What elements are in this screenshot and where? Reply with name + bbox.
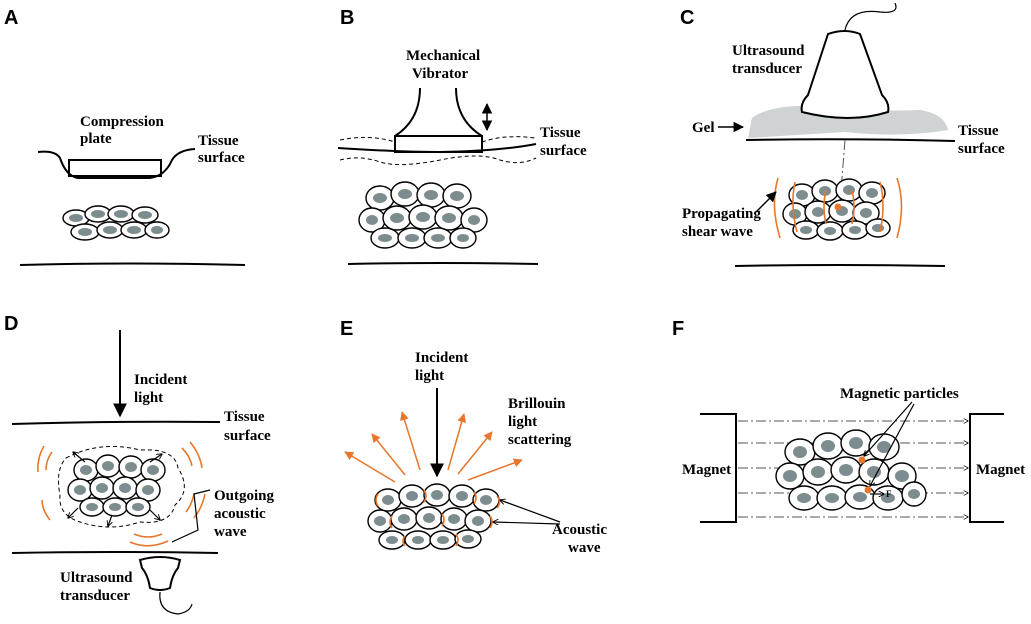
shear-wave-arrow	[755, 191, 777, 213]
tissue-surface-label-line1: Tissue	[198, 133, 239, 149]
particle-pointer-2	[870, 403, 915, 486]
magnet-left-label: Magnet	[682, 462, 731, 478]
brillouin-label-line1: Brillouin	[508, 396, 566, 412]
vibrator-stem	[394, 87, 483, 137]
outgoing-acoustic-wave-label-line3: wave	[214, 524, 247, 540]
acoustic-wave-pointer-1	[500, 500, 561, 523]
incident-light-label-line2: light	[415, 368, 444, 384]
ultrasound-transducer-label-line2: transducer	[60, 588, 130, 604]
tissue-cells-compressed	[62, 205, 170, 241]
tissue-surface-line	[745, 138, 956, 142]
acoustic-wave-pointer-2	[493, 522, 561, 524]
tissue-surface-label-line1: Tissue	[224, 409, 265, 425]
incident-light-label-line1: Incident	[415, 350, 468, 366]
panel-c: C Ultrasound transducer Gel Tissue surfa…	[680, 2, 1005, 267]
brillouin-scattered-rays	[344, 411, 523, 483]
tissue-surface-label-line1: Tissue	[540, 125, 581, 141]
ultrasound-transducer	[800, 30, 890, 119]
panel-letter-f: F	[672, 318, 684, 340]
acoustic-wave-pointer	[171, 489, 211, 543]
ultrasound-transducer-label-line1: Ultrasound	[60, 570, 133, 586]
tissue-base-line	[19, 262, 246, 266]
brillouin-label-line2: light	[508, 414, 537, 430]
tissue-surface-label-line2: surface	[198, 150, 245, 166]
acoustic-wave-label-line2: wave	[568, 540, 601, 556]
compression-plate	[68, 159, 162, 177]
tissue-surface-label-line1: Tissue	[958, 123, 999, 139]
gel-label: Gel	[692, 120, 715, 136]
focus-point	[834, 203, 842, 211]
displacement-arrows	[68, 452, 162, 526]
incident-light-label-line2: light	[134, 390, 163, 406]
panel-letter-c: C	[680, 7, 694, 29]
vibration-wave-lower	[339, 155, 537, 166]
panel-letter-e: E	[340, 318, 353, 340]
panel-letter-d: D	[4, 313, 18, 335]
beam-axis	[839, 139, 846, 204]
transducer-cable	[844, 2, 897, 31]
tissue-base-line	[347, 262, 539, 265]
tissue-cells	[358, 181, 488, 249]
magnetic-particles-label: Magnetic particles	[840, 386, 959, 402]
tissue-cells	[67, 454, 166, 517]
tissue-cells	[367, 483, 500, 550]
magnet-right-label: Magnet	[976, 462, 1025, 478]
tissue-surface-line	[337, 143, 537, 154]
magnetic-particle-1	[858, 456, 866, 464]
tissue-surface-label-line2: surface	[958, 141, 1005, 157]
magnet-left	[700, 413, 737, 523]
gel-layer	[748, 105, 948, 138]
mechanical-vibrator-label-line2: Vibrator	[412, 66, 468, 82]
panel-d: D Incident light Tissue surface	[4, 313, 275, 615]
panel-letter-a: A	[4, 7, 18, 29]
panel-a: A Compression plate Tissue surface	[4, 7, 246, 266]
compression-plate-label-line1: Compression	[80, 114, 165, 130]
outgoing-acoustic-wave-label-line2: acoustic	[214, 506, 266, 522]
vibrator-plate	[394, 135, 483, 153]
acoustic-wave-label-line1: Acoustic	[552, 522, 607, 538]
tissue-base-line	[11, 551, 219, 554]
incident-light-label-line1: Incident	[134, 372, 187, 388]
tissue-surface-label-line2: surface	[224, 428, 271, 444]
transducer-cable	[159, 591, 193, 615]
propagating-shear-wave-label-line1: Propagating	[682, 206, 761, 222]
force-label: F	[886, 489, 892, 499]
propagating-shear-wave-label-line2: shear wave	[682, 224, 753, 240]
outgoing-acoustic-wave-label-line1: Outgoing	[214, 488, 275, 504]
magnetic-particle-2	[864, 486, 872, 494]
tissue-cells	[775, 429, 927, 511]
tissue-surface-label-line2: surface	[540, 143, 587, 159]
brillouin-label-line3: scattering	[508, 432, 572, 448]
panel-letter-b: B	[340, 7, 354, 29]
vibration-wave-upper	[339, 136, 536, 143]
ultrasound-transducer-label-line2: transducer	[732, 61, 802, 77]
tissue-surface-line	[11, 420, 221, 425]
ultrasound-transducer	[138, 556, 182, 591]
panel-e: E Incident light Brillouin light scatter…	[340, 318, 607, 556]
acoustic-emission-arcs	[37, 441, 206, 547]
mechanical-vibrator-label-line1: Mechanical	[406, 48, 480, 64]
panel-b: B Mechanical Vibrator Tissue surface	[337, 7, 587, 265]
particle-pointer-1	[864, 401, 913, 456]
tissue-surface-line	[37, 148, 196, 179]
shear-wave-fronts	[773, 177, 903, 239]
magnet-right	[969, 413, 1004, 523]
tissue-base-line	[734, 264, 946, 267]
ultrasound-transducer-label-line1: Ultrasound	[732, 43, 805, 59]
panel-f: F Magnetic particles Magnet Magnet	[672, 318, 1025, 523]
compression-plate-label-line2: plate	[80, 131, 112, 147]
